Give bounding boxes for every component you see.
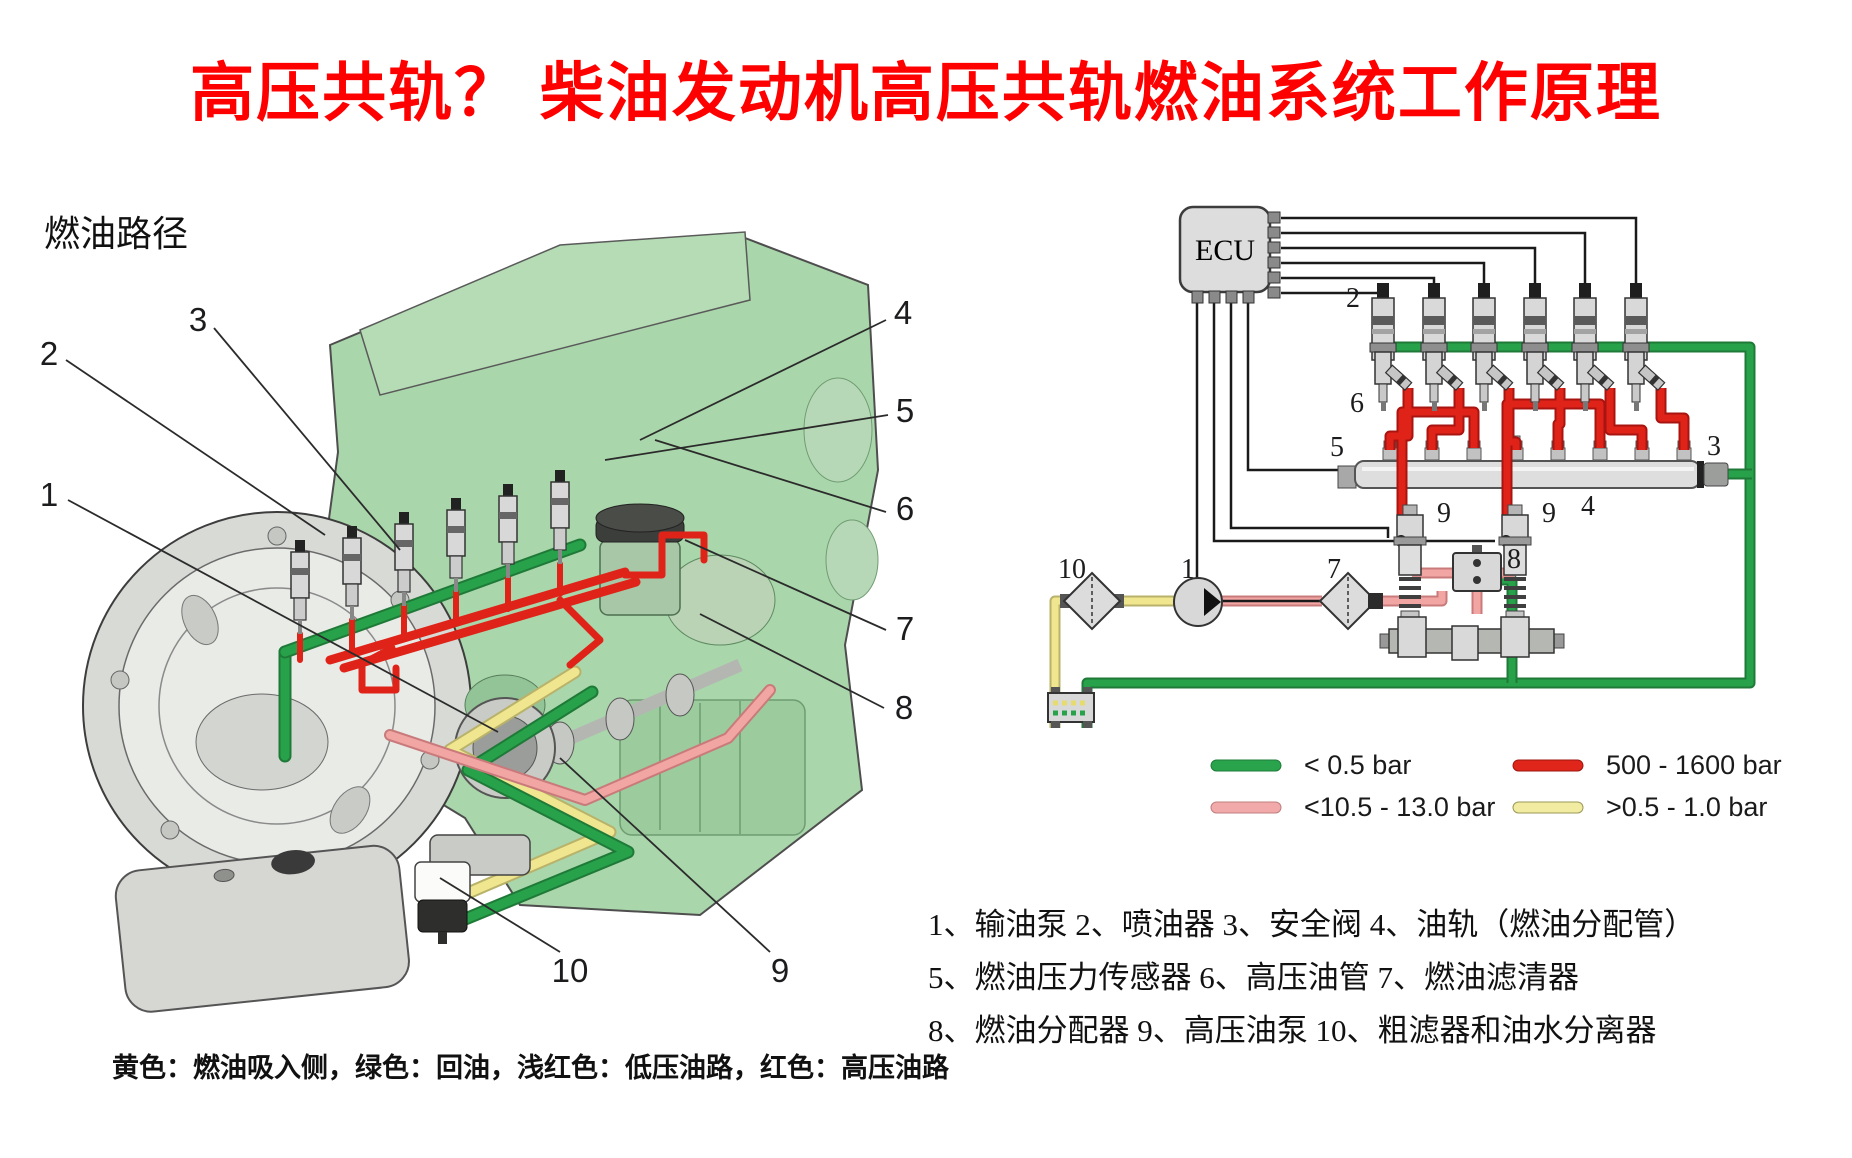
low-pressure-pipe [384, 684, 776, 806]
tank-connector-box [1047, 687, 1095, 728]
callout-6: 6 [896, 490, 914, 527]
callout-5: 5 [896, 392, 914, 429]
callout-4: 4 [894, 294, 912, 331]
callout-2: 2 [40, 335, 58, 372]
parts-list-line-1: 1、输油泵 2、喷油器 3、安全阀 4、油轨（燃油分配管） [928, 907, 1696, 942]
legend-swatch-pink [1210, 801, 1282, 814]
legend-label-green: < 0.5 bar [1304, 750, 1412, 780]
label-2: 2 [1346, 283, 1360, 314]
ecu-label: ECU [1195, 234, 1255, 267]
prefilter-water-separator [414, 834, 531, 944]
label-9a: 9 [1437, 498, 1451, 529]
cam-base [1379, 616, 1565, 661]
label-7: 7 [1327, 554, 1341, 585]
label-8: 8 [1507, 544, 1521, 575]
callout-9: 9 [771, 952, 789, 989]
parts-list: 1、输油泵 2、喷油器 3、安全阀 4、油轨（燃油分配管） 5、燃油压力传感器 … [928, 898, 1808, 1057]
label-5: 5 [1330, 432, 1344, 463]
label-9b: 9 [1542, 498, 1556, 529]
callout-10: 10 [552, 952, 589, 989]
fuel-filter [1318, 571, 1383, 631]
callout-3: 3 [189, 301, 207, 338]
label-4: 4 [1581, 491, 1595, 522]
callout-8: 8 [895, 689, 913, 726]
legend-label-red: 500 - 1600 bar [1606, 750, 1782, 780]
legend-swatch-green [1210, 759, 1282, 772]
legend-row-red: 500 - 1600 bar [1512, 750, 1782, 781]
high-pressure-pipes [1384, 388, 1690, 518]
legend-row-pink: <10.5 - 13.0 bar [1210, 792, 1495, 823]
suction-line [1049, 595, 1174, 728]
engine-callout-lines [65, 319, 889, 953]
label-1: 1 [1181, 554, 1195, 585]
return-line-upper [278, 538, 587, 659]
fuel-path-label: 燃油路径 [44, 214, 189, 254]
parts-list-line-2: 5、燃油压力传感器 6、高压油管 7、燃油滤清器 [928, 960, 1579, 995]
fuel-rail [1337, 435, 1729, 489]
legend-label-yellow: >0.5 - 1.0 bar [1606, 792, 1768, 822]
engine-illustration: 1 2 3 4 5 6 7 8 9 10 [40, 231, 914, 1013]
label-10: 10 [1058, 554, 1086, 585]
legend-row-yellow: >0.5 - 1.0 bar [1512, 792, 1767, 823]
high-pressure-rail [297, 531, 708, 694]
fuel-distributor [1452, 545, 1502, 592]
schematic-labels: 2 6 5 3 4 9 9 8 1 10 7 [1058, 283, 1721, 585]
ecu: ECU [1178, 205, 1281, 304]
fuel-tank [114, 844, 410, 1013]
transfer-pump [1173, 577, 1223, 627]
page-title: 高压共轨？ 柴油发动机高压共轨燃油系统工作原理 [190, 57, 1662, 129]
callout-7: 7 [896, 610, 914, 647]
label-6: 6 [1350, 388, 1364, 419]
color-caption: 黄色：燃油吸入侧，绿色：回油，浅红色：低压油路，红色：高压油路 [112, 1053, 949, 1083]
parts-list-line-3: 8、燃油分配器 9、高压油泵 10、粗滤器和油水分离器 [928, 1013, 1657, 1048]
callout-1: 1 [40, 476, 58, 513]
legend-swatch-red [1512, 759, 1584, 772]
legend-row-green: < 0.5 bar [1210, 750, 1411, 781]
label-3: 3 [1707, 431, 1721, 462]
legend-label-pink: <10.5 - 13.0 bar [1304, 792, 1496, 822]
legend-swatch-yellow [1512, 801, 1584, 814]
common-rail-schematic: ECU [1047, 205, 1756, 728]
engine-callout-numbers: 1 2 3 4 5 6 7 8 9 10 [40, 294, 914, 989]
coarse-filter [1060, 571, 1124, 631]
